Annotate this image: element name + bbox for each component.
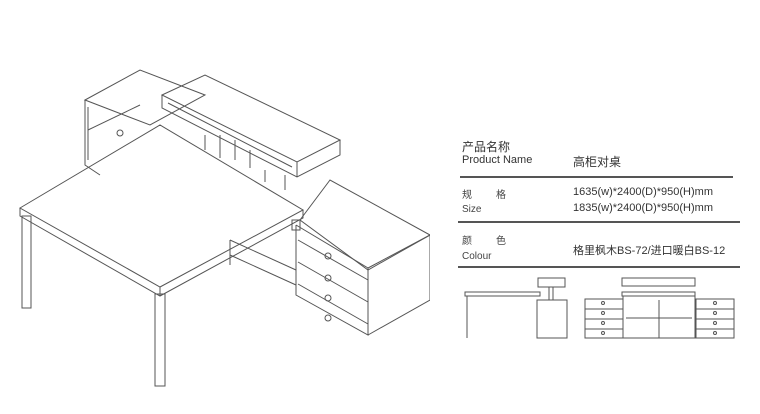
product-name-label-cn: 产品名称 [462, 140, 511, 154]
divider [458, 266, 740, 268]
size-value-1: 1635(w)*2400(D)*950(H)mm [573, 186, 713, 198]
size-value-2: 1835(w)*2400(D)*950(H)mm [573, 202, 713, 214]
size-label-cn-1: 规 [462, 190, 472, 201]
colour-label-en: Colour [462, 251, 492, 262]
product-name-value: 高柜对桌 [573, 155, 622, 169]
colour-label-cn-2: 色 [496, 236, 506, 247]
desk-isometric-drawing [19, 69, 430, 387]
product-name-label-en: Product Name [462, 154, 533, 166]
divider [458, 221, 740, 223]
colour-value: 格里枫木BS-72/进口暖白BS-12 [573, 245, 726, 257]
colour-label-cn-1: 颜 [462, 236, 472, 247]
size-label-en: Size [462, 204, 482, 215]
divider [460, 176, 733, 178]
size-label-cn-2: 格 [496, 190, 506, 201]
